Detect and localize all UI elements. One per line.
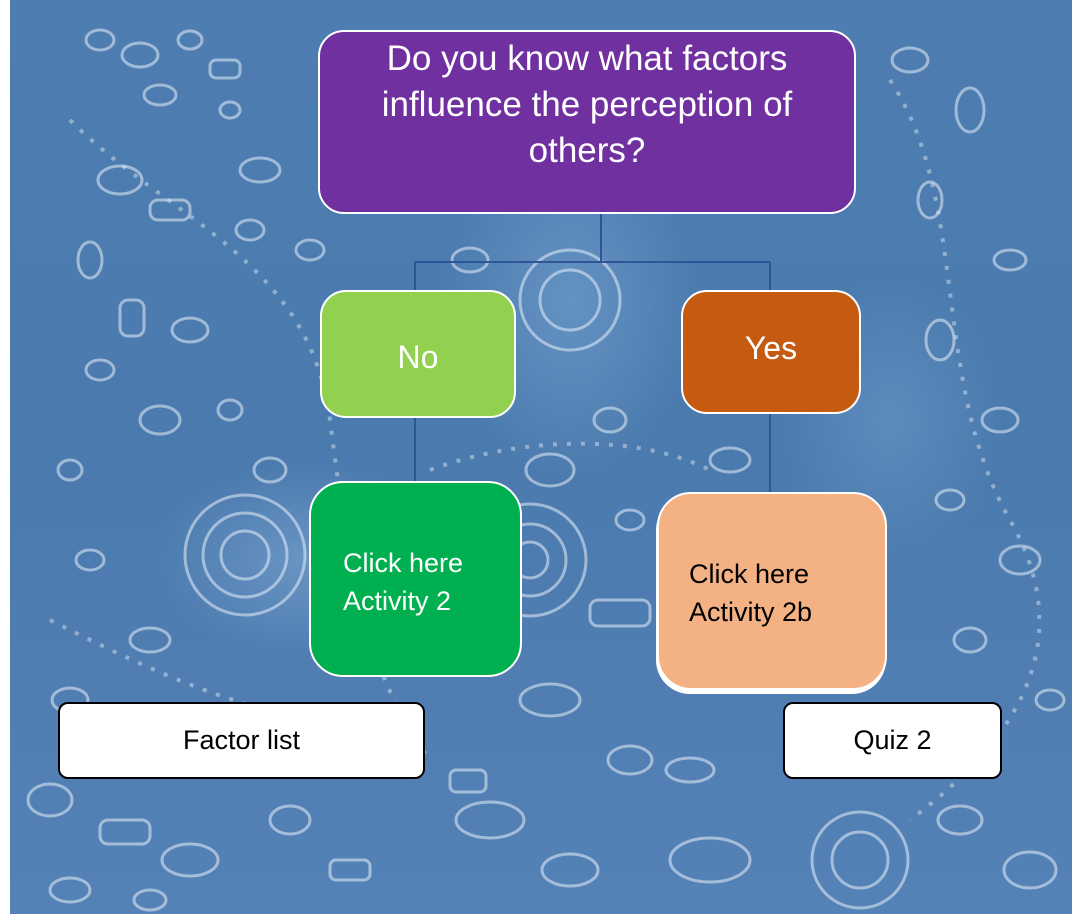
answer-yes-label: Yes — [744, 329, 798, 366]
activity-2b-link-text: Click here — [689, 559, 810, 589]
answer-no-label: No — [397, 338, 439, 375]
activity-2-link-text: Click here — [343, 548, 464, 578]
activity-2b-button[interactable]: Click here Activity 2b — [657, 492, 887, 690]
activity-2-label: Activity 2 — [343, 586, 452, 616]
factor-list-label: Factor list — [182, 725, 301, 755]
activity-2-button[interactable]: Click here Activity 2 — [309, 481, 522, 677]
quiz-2-button[interactable]: Quiz 2 — [783, 702, 1002, 779]
question-text: Do you know what factors influence the p… — [381, 39, 793, 170]
quiz-2-label: Quiz 2 — [853, 725, 932, 755]
question-box: Do you know what factors influence the p… — [318, 30, 856, 214]
factor-list-button[interactable]: Factor list — [58, 702, 425, 779]
activity-2b-label: Activity 2b — [689, 597, 813, 627]
answer-no-box[interactable]: No — [320, 290, 516, 418]
answer-yes-box[interactable]: Yes — [681, 290, 861, 414]
doodle-texture — [26, 28, 1066, 912]
